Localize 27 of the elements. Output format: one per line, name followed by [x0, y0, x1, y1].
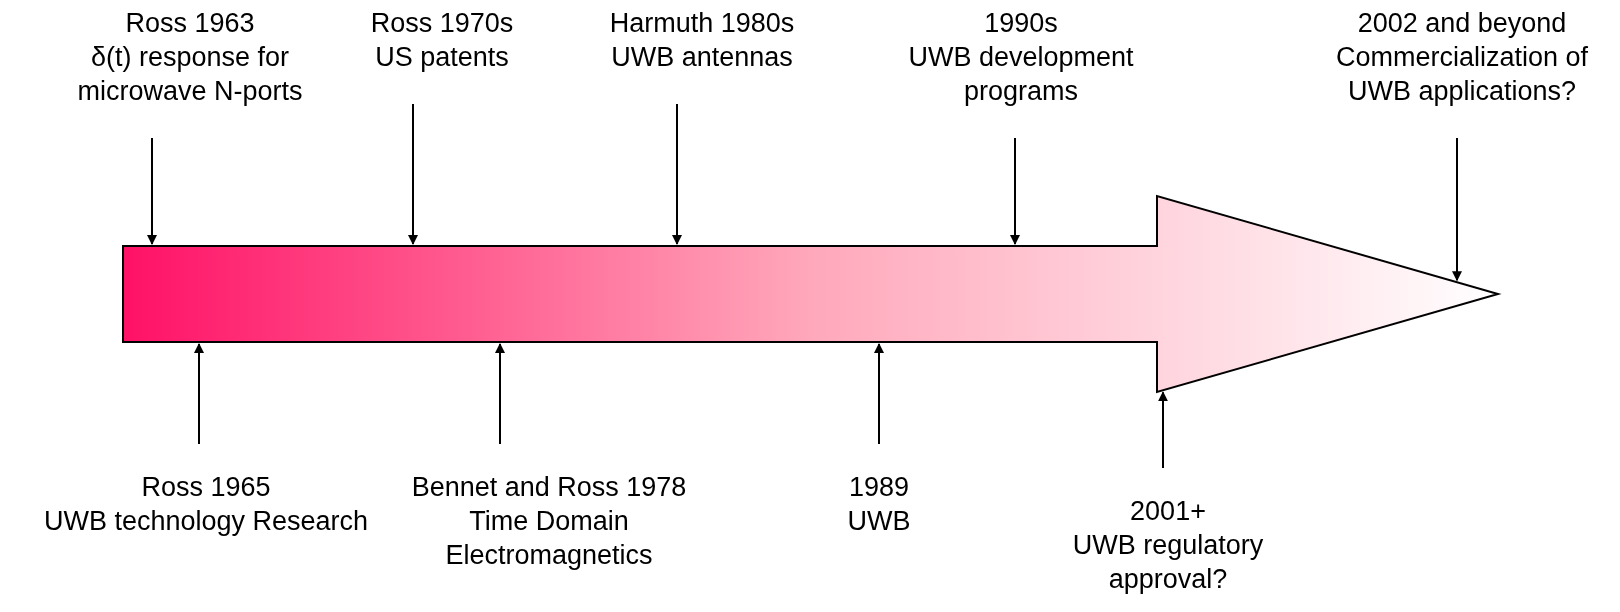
arrow — [672, 103, 682, 245]
arrow — [147, 137, 157, 245]
event-title: Harmuth 1980s — [608, 7, 796, 40]
event-description: UWB regulatory approval? — [1071, 529, 1265, 596]
event-title: Bennet and Ross 1978 — [410, 471, 688, 504]
arrow — [495, 343, 505, 445]
event-title: 1989 — [847, 471, 911, 504]
arrow — [1158, 391, 1168, 469]
event-description: δ(t) response for microwave N-ports — [76, 41, 304, 108]
event-title: 2001+ — [1129, 495, 1207, 528]
event-title: 2002 and beyond — [1356, 7, 1568, 40]
event-title: 1990s — [983, 7, 1059, 40]
arrow — [874, 343, 884, 445]
event-description: Time Domain Electromagnetics — [444, 505, 654, 572]
event-title: Ross 1963 — [124, 7, 256, 40]
event-description: UWB — [846, 505, 912, 538]
arrow — [408, 103, 418, 245]
arrow — [1452, 137, 1462, 282]
arrow — [194, 343, 204, 445]
event-description: UWB antennas — [610, 41, 794, 74]
event-description: US patents — [374, 41, 510, 74]
event-title: Ross 1970s — [369, 7, 515, 40]
event-description: Commercialization of UWB applications? — [1334, 41, 1590, 108]
event-description: UWB development programs — [907, 41, 1135, 108]
arrow — [1010, 137, 1020, 245]
event-description: UWB technology Research — [42, 505, 370, 538]
event-title: Ross 1965 — [140, 471, 272, 504]
